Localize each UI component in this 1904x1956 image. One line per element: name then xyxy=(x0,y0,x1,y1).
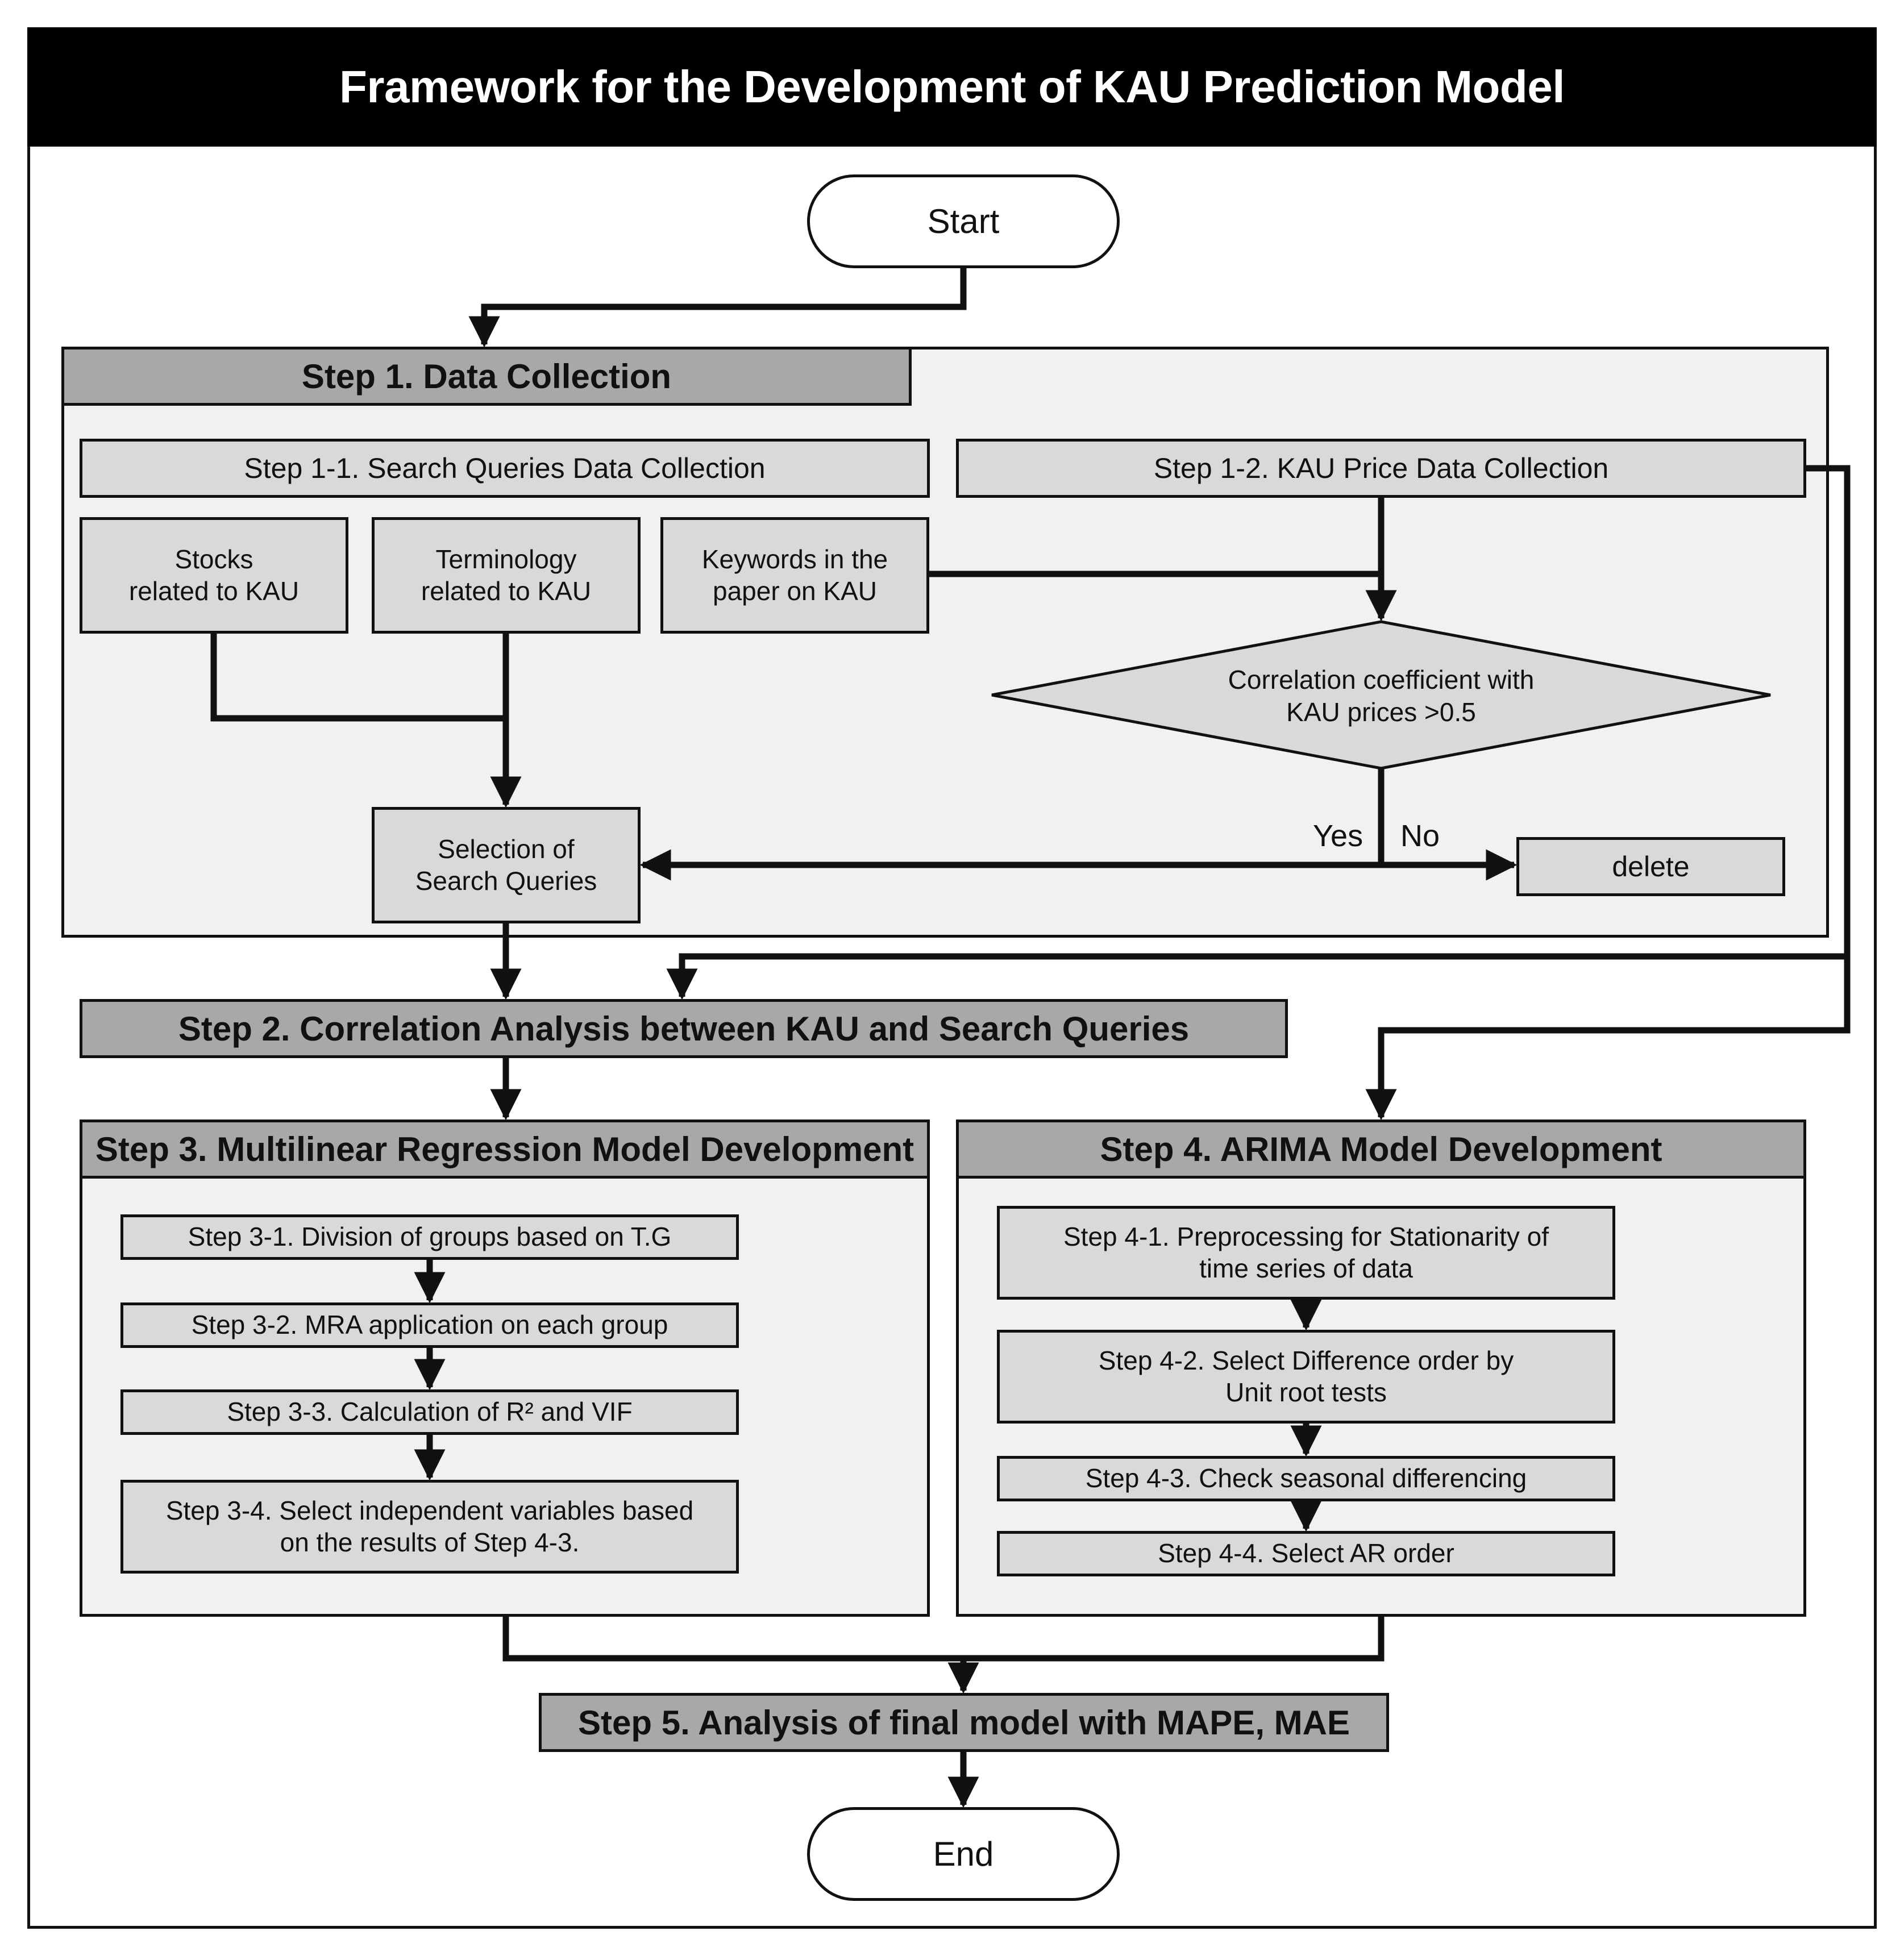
step1-2-box: Step 1-2. KAU Price Data Collection xyxy=(956,439,1806,498)
step3-1-box: Step 3-1. Division of groups based on T.… xyxy=(120,1214,739,1260)
no-label: No xyxy=(1400,819,1440,853)
step3-3-box: Step 3-3. Calculation of R² and VIF xyxy=(120,1389,739,1435)
delete-box: delete xyxy=(1516,837,1785,896)
start-terminal: Start xyxy=(807,174,1120,268)
connector-start-step1 xyxy=(468,268,967,348)
selection-box: Selection of Search Queries xyxy=(372,807,641,923)
step3-2-box: Step 3-2. MRA application on each group xyxy=(120,1302,739,1348)
yes-label: Yes xyxy=(1313,819,1363,853)
connector-stocks-merge xyxy=(210,634,506,722)
step5-header: Step 5. Analysis of final model with MAP… xyxy=(539,1693,1389,1752)
terminology-box: Terminology related to KAU xyxy=(372,517,641,634)
keywords-box: Keywords in the paper on KAU xyxy=(660,517,929,634)
step1-header: Step 1. Data Collection xyxy=(61,347,912,406)
step4-2-box: Step 4-2. Select Difference order by Uni… xyxy=(997,1330,1615,1424)
decision-text: Correlation coefficient with KAU prices … xyxy=(1228,664,1535,727)
step4-3-box: Step 4-3. Check seasonal differencing xyxy=(997,1456,1615,1501)
stocks-box: Stocks related to KAU xyxy=(80,517,348,634)
diagram-title: Framework for the Development of KAU Pre… xyxy=(27,27,1877,147)
step4-header: Step 4. ARIMA Model Development xyxy=(956,1120,1806,1179)
connector-bypass-step4 xyxy=(1365,956,1851,1121)
step1-1-box: Step 1-1. Search Queries Data Collection xyxy=(80,439,930,498)
step2-header: Step 2. Correlation Analysis between KAU… xyxy=(80,999,1288,1058)
step3-4-box: Step 3-4. Select independent variables b… xyxy=(120,1480,739,1574)
step4-4-box: Step 4-4. Select AR order xyxy=(997,1531,1615,1576)
decision-diamond xyxy=(991,620,1771,770)
step4-1-box: Step 4-1. Preprocessing for Stationarity… xyxy=(997,1206,1615,1300)
connector-step3-merge xyxy=(502,1617,1385,1662)
end-terminal: End xyxy=(807,1807,1120,1901)
step3-header: Step 3. Multilinear Regression Model Dev… xyxy=(80,1120,930,1179)
